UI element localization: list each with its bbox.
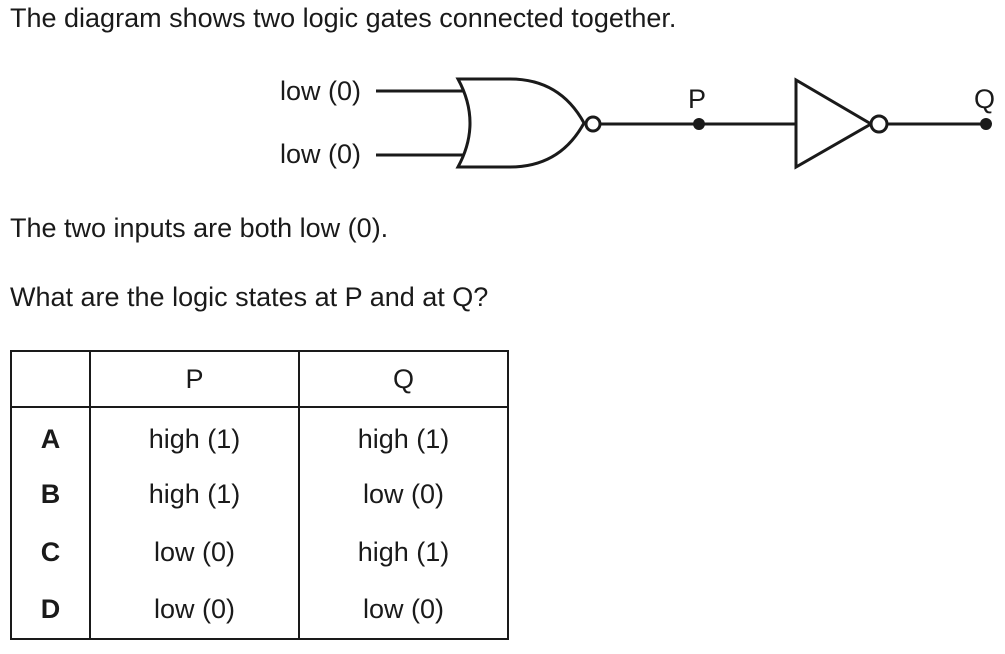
option-q-value: low (0) <box>298 465 509 523</box>
header-q-cell: Q <box>298 350 509 408</box>
option-key: C <box>10 523 91 581</box>
node-p-dot <box>693 118 705 130</box>
header-p-cell: P <box>89 350 300 408</box>
table-row[interactable]: B high (1) low (0) <box>10 465 509 523</box>
intro-text: The diagram shows two logic gates connec… <box>10 3 677 33</box>
option-p-value: high (1) <box>89 465 300 523</box>
input-b-label: low (0) <box>280 139 361 169</box>
node-q-label: Q <box>974 84 995 114</box>
option-p-value: low (0) <box>89 523 300 581</box>
option-q-value: high (1) <box>298 523 509 581</box>
statement-text: The two inputs are both low (0). <box>10 213 389 243</box>
table-row[interactable]: D low (0) low (0) <box>10 581 509 640</box>
node-q-dot <box>980 118 992 130</box>
option-p-value: low (0) <box>89 581 300 640</box>
nor-gate-bubble <box>584 115 602 133</box>
option-key: D <box>10 581 91 640</box>
question-text: What are the logic states at P and at Q? <box>10 282 489 312</box>
option-p-value: high (1) <box>89 407 300 465</box>
option-key: B <box>10 465 91 523</box>
table-row[interactable]: A high (1) high (1) <box>10 407 509 465</box>
answer-options-table: P Q A high (1) high (1) B high (1) low (… <box>10 350 509 640</box>
table-header-row: P Q <box>10 350 509 408</box>
not-gate-symbol <box>794 77 874 170</box>
input-a-label: low (0) <box>280 76 361 106</box>
option-q-value: high (1) <box>298 407 509 465</box>
table-row[interactable]: C low (0) high (1) <box>10 523 509 581</box>
header-key-cell <box>10 350 91 408</box>
option-key: A <box>10 407 91 465</box>
nor-gate-symbol <box>455 77 586 169</box>
logic-gate-diagram: low (0) low (0) P Q <box>280 76 995 170</box>
node-p-label: P <box>688 84 706 114</box>
option-q-value: low (0) <box>298 581 509 640</box>
not-gate-bubble <box>869 114 889 134</box>
